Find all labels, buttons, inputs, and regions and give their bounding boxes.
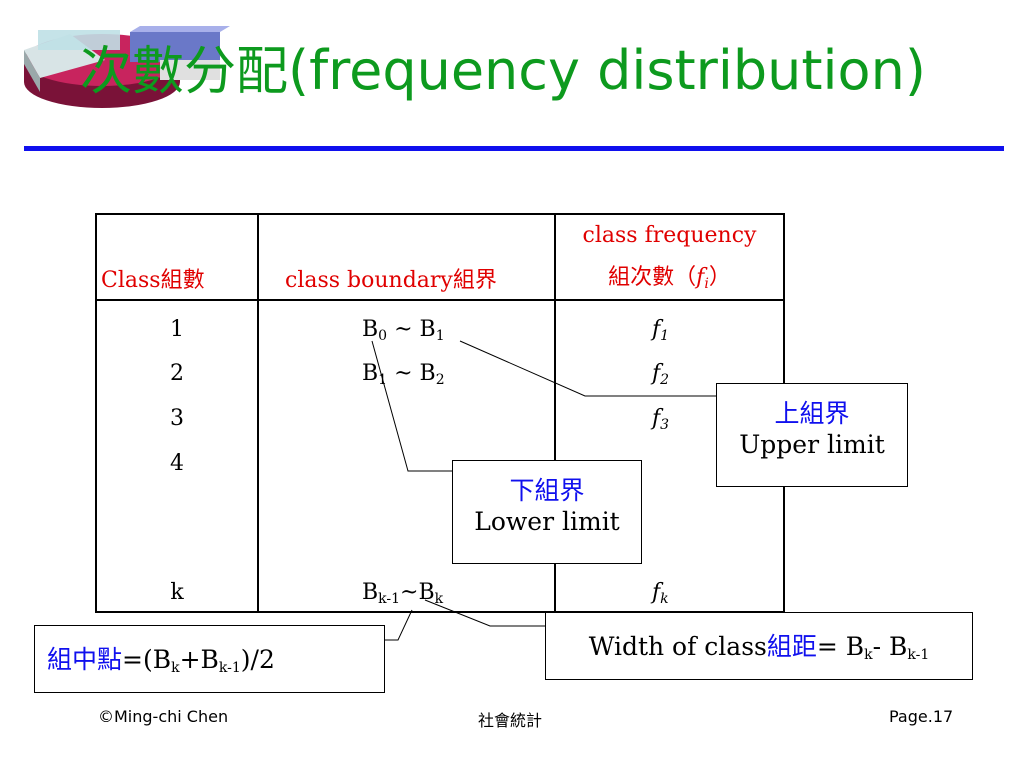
footer-page-number: Page.17 [889, 707, 954, 726]
class-number: 4 [170, 451, 184, 476]
footer-author: ©Ming-chi Chen [98, 707, 229, 726]
pie-chart-logo-icon [24, 26, 230, 108]
class-number: k [170, 580, 184, 605]
lower-limit-callout: 下組界 Lower limit [452, 460, 642, 564]
class-width-callout: Width of class組距= Bk- Bk-1 [545, 612, 973, 680]
boundary-value: B1 ~ B2 [362, 361, 445, 388]
width-zh: 組距 [766, 632, 817, 661]
boundary-value: Bk-1~Bk [362, 580, 444, 607]
frequency-value: fk [652, 580, 669, 607]
frequency-value: f1 [652, 317, 670, 344]
class-number: 1 [170, 317, 184, 342]
boundary-value: B0 ~ B1 [362, 317, 445, 344]
header-frequency-line2: 組次數（fi） [608, 265, 731, 292]
page-title: 次數分配(frequency distribution) [80, 44, 926, 99]
upper-limit-en: Upper limit [739, 430, 885, 459]
header-divider [97, 299, 783, 301]
title-underline [24, 146, 1004, 151]
header-boundary: class boundary組界 [285, 268, 497, 293]
column-divider [554, 215, 556, 611]
frequency-value: f2 [652, 361, 670, 388]
midpoint-zh: 組中點 [47, 645, 123, 674]
frequency-value: f3 [652, 406, 670, 433]
lower-limit-zh: 下組界 [509, 476, 585, 505]
class-number: 2 [170, 361, 184, 386]
class-number: 3 [170, 406, 184, 431]
frequency-table: Class組數 class boundary組界 class frequency… [95, 213, 785, 613]
upper-limit-zh: 上組界 [774, 399, 850, 428]
column-divider [257, 215, 259, 611]
lower-limit-en: Lower limit [474, 507, 620, 536]
footer-course: 社會統計 [478, 711, 543, 730]
title-chinese: 次數分配 [80, 42, 289, 102]
header-frequency-line1: class frequency [582, 223, 757, 248]
title-english: (frequency distribution) [288, 39, 926, 102]
upper-limit-callout: 上組界 Upper limit [716, 383, 908, 487]
class-midpoint-callout: 組中點=(Bk+Bk-1)/2 [34, 625, 385, 693]
midpoint-leader [385, 609, 413, 641]
header-class: Class組數 [101, 268, 205, 293]
